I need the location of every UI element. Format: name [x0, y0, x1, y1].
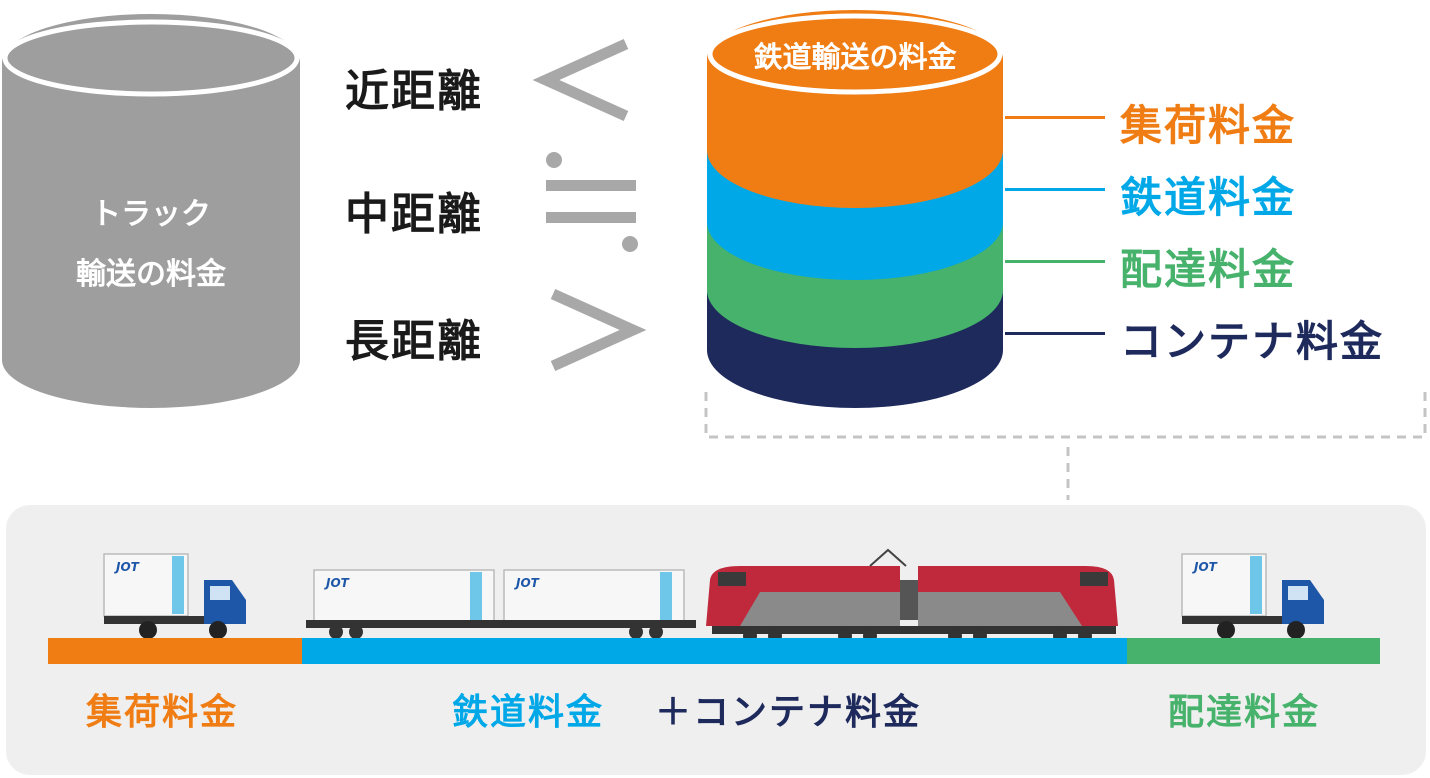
leader-line-delivery: [1005, 260, 1105, 263]
greater-than-symbol: [550, 288, 647, 372]
jot-logo: JOT: [116, 560, 139, 574]
leader-line-rail: [1005, 188, 1105, 191]
truck-cost-cylinder: [2, 14, 300, 408]
component-pickup-label: 集荷料金: [1120, 101, 1297, 150]
distance-medium-label: 中距離: [345, 189, 483, 240]
distance-short-label: 近距離: [345, 66, 483, 117]
locomotive-icon: [706, 548, 1118, 643]
component-delivery-label: 配達料金: [1120, 245, 1297, 294]
less-than-symbol: [532, 38, 629, 122]
bottom-delivery-label: 配達料金: [1168, 692, 1321, 733]
component-container-label: コンテナ料金: [1120, 317, 1385, 366]
transport-illustration: [103, 548, 1324, 643]
bottom-container-label: ＋コンテナ料金: [655, 692, 922, 733]
component-rail-label: 鉄道料金: [1120, 173, 1297, 222]
truck-cost-label: トラック 輸送の料金: [40, 185, 262, 305]
rail-cost-title: 鉄道輸送の料金: [753, 40, 957, 74]
leader-line-pickup: [1005, 116, 1105, 119]
bottom-pickup-label: 集荷料金: [86, 692, 239, 733]
truck-cost-label-line2: 輸送の料金: [76, 257, 226, 292]
truck-cost-label-line1: トラック: [91, 197, 211, 232]
jot-logo: JOT: [516, 576, 539, 590]
dashed-bracket: [704, 392, 1427, 500]
pickup-track-bar: [48, 638, 302, 664]
approx-equal-symbol: [546, 152, 638, 252]
delivery-truck-icon: [1181, 553, 1324, 639]
bottom-rail-label: 鉄道料金: [452, 692, 605, 733]
container-flatcar-icon: [306, 569, 696, 639]
leader-line-container: [1005, 332, 1105, 335]
rail-track-bar: [302, 638, 1127, 664]
jot-logo: JOT: [1194, 560, 1217, 574]
rail-cost-cylinder: [707, 10, 1003, 408]
delivery-track-bar: [1127, 638, 1380, 664]
distance-long-label: 長距離: [345, 316, 483, 367]
pickup-truck-icon: [103, 553, 246, 639]
jot-logo: JOT: [326, 576, 349, 590]
